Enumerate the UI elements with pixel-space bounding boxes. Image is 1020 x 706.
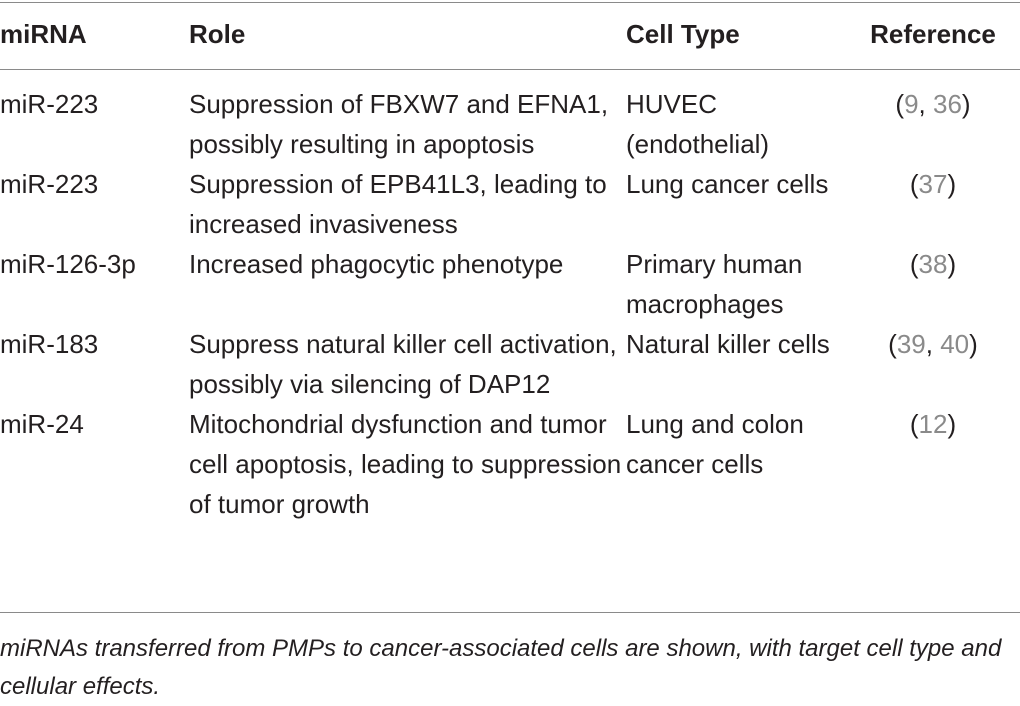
table-header-row: miRNA Role Cell Type Reference	[0, 14, 1020, 60]
cell-reference: (37)	[909, 169, 957, 199]
header-divider-rule	[0, 69, 1020, 70]
cell-reference: (38)	[909, 249, 957, 279]
header-reference: Reference	[870, 19, 996, 49]
cell-cell-type: Lung and colon cancer cells	[626, 409, 804, 479]
mirna-table: miRNA Role Cell Type Reference miR-223 S…	[0, 14, 1020, 524]
table-top-rule	[0, 2, 1020, 3]
reference-link[interactable]: 40	[940, 329, 970, 359]
cell-reference: (39, 40)	[888, 329, 978, 359]
cell-mirna: miR-223	[0, 169, 99, 199]
cell-role: Suppress natural killer cell activation,…	[189, 329, 617, 399]
cell-cell-type: Natural killer cells	[626, 329, 830, 359]
table-row: miR-24 Mitochondrial dysfunction and tum…	[0, 404, 1020, 524]
cell-mirna: miR-24	[0, 409, 84, 439]
header-mirna: miRNA	[0, 19, 87, 49]
cell-role: Increased phagocytic phenotype	[189, 249, 564, 279]
reference-link[interactable]: 37	[918, 169, 948, 199]
cell-mirna: miR-223	[0, 89, 99, 119]
cell-mirna: miR-183	[0, 329, 99, 359]
reference-link[interactable]: 38	[918, 249, 948, 279]
reference-link[interactable]: 39	[896, 329, 926, 359]
cell-role: Suppression of EPB41L3, leading to incre…	[189, 169, 607, 239]
table-row: miR-223 Suppression of FBXW7 and EFNA1, …	[0, 84, 1020, 164]
cell-reference: (12)	[909, 409, 957, 439]
reference-link[interactable]: 9	[904, 89, 919, 119]
cell-mirna: miR-126-3p	[0, 249, 136, 279]
table-row: miR-183 Suppress natural killer cell act…	[0, 324, 1020, 404]
table-row: miR-126-3p Increased phagocytic phenotyp…	[0, 244, 1020, 324]
table-footnote: miRNAs transferred from PMPs to cancer-a…	[0, 635, 1002, 700]
cell-cell-type: Primary human macrophages	[626, 249, 803, 319]
cell-role: Mitochondrial dysfunction and tumor cell…	[189, 409, 622, 519]
cell-role: Suppression of FBXW7 and EFNA1, possibly…	[189, 89, 609, 159]
cell-reference: (9, 36)	[895, 89, 971, 119]
cell-cell-type: Lung cancer cells	[626, 169, 829, 199]
table-bottom-rule	[0, 612, 1020, 613]
reference-link[interactable]: 12	[918, 409, 948, 439]
header-cell-type: Cell Type	[626, 19, 740, 49]
header-role: Role	[189, 19, 246, 49]
reference-link[interactable]: 36	[933, 89, 962, 119]
table-row: miR-223 Suppression of EPB41L3, leading …	[0, 164, 1020, 244]
cell-cell-type: HUVEC (endothelial)	[626, 89, 770, 159]
